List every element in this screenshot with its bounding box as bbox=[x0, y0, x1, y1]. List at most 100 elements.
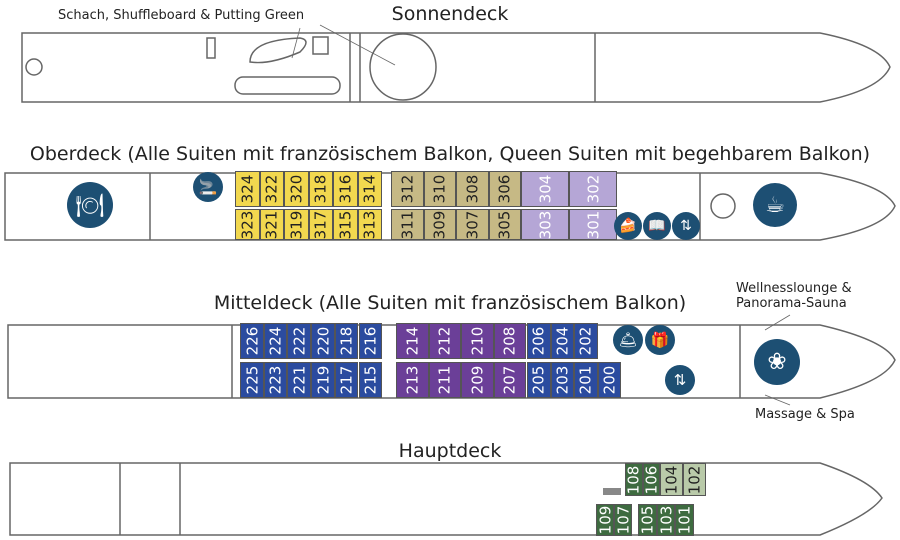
cabin-214[interactable]: 214 bbox=[396, 323, 429, 359]
cabin-324[interactable]: 324 bbox=[235, 171, 260, 207]
cabin-number: 301 bbox=[583, 210, 602, 239]
cabin-101[interactable]: 101 bbox=[675, 504, 695, 536]
cabin-108[interactable]: 108 bbox=[625, 463, 643, 496]
cabin-309[interactable]: 309 bbox=[423, 209, 456, 240]
cabin-number: 322 bbox=[262, 174, 281, 204]
hauptdeck-title: Hauptdeck bbox=[398, 440, 502, 462]
cabin-number: 323 bbox=[238, 210, 257, 239]
cabin-302[interactable]: 302 bbox=[569, 171, 617, 207]
cabin-218[interactable]: 218 bbox=[334, 323, 359, 359]
cabin-102[interactable]: 102 bbox=[683, 463, 706, 496]
sonnendeck-title: Sonnendeck bbox=[391, 3, 509, 25]
cabin-number: 102 bbox=[685, 465, 704, 494]
cabin-315[interactable]: 315 bbox=[333, 209, 358, 240]
cabin-308[interactable]: 308 bbox=[456, 171, 489, 207]
cabin-number: 313 bbox=[360, 210, 379, 239]
cabin-316[interactable]: 316 bbox=[333, 171, 358, 207]
cabin-320[interactable]: 320 bbox=[284, 171, 309, 207]
cabin-311[interactable]: 311 bbox=[391, 209, 424, 240]
cabin-322[interactable]: 322 bbox=[259, 171, 284, 207]
cabin-313[interactable]: 313 bbox=[357, 209, 382, 240]
cabin-106[interactable]: 106 bbox=[642, 463, 661, 496]
cabin-105[interactable]: 105 bbox=[638, 504, 657, 536]
cabin-312[interactable]: 312 bbox=[391, 171, 424, 207]
cabin-222[interactable]: 222 bbox=[287, 323, 312, 359]
coffee-lounge-icon: ☕ bbox=[753, 183, 797, 227]
cabin-321[interactable]: 321 bbox=[259, 209, 284, 240]
cabin-205[interactable]: 205 bbox=[527, 362, 551, 398]
cabin-203[interactable]: 203 bbox=[550, 362, 574, 398]
cabin-207[interactable]: 207 bbox=[493, 362, 526, 398]
cabin-number: 108 bbox=[624, 465, 643, 494]
cabin-204[interactable]: 204 bbox=[550, 323, 574, 359]
cabin-225[interactable]: 225 bbox=[240, 362, 264, 398]
cabin-318[interactable]: 318 bbox=[308, 171, 333, 207]
oberdeck-title: Oberdeck (Alle Suiten mit französischem … bbox=[29, 143, 871, 165]
cabin-200[interactable]: 200 bbox=[597, 362, 621, 398]
cabin-223[interactable]: 223 bbox=[263, 362, 288, 398]
cabin-211[interactable]: 211 bbox=[428, 362, 461, 398]
cabin-number: 209 bbox=[468, 365, 487, 395]
cabin-number: 204 bbox=[553, 326, 572, 356]
cabin-107[interactable]: 107 bbox=[614, 504, 632, 536]
cabin-216[interactable]: 216 bbox=[358, 323, 383, 359]
cabin-209[interactable]: 209 bbox=[461, 362, 494, 398]
cabin-224[interactable]: 224 bbox=[263, 323, 288, 359]
cabin-number: 216 bbox=[361, 326, 380, 356]
cabin-number: 215 bbox=[361, 365, 380, 395]
cabin-220[interactable]: 220 bbox=[311, 323, 335, 359]
cabin-number: 205 bbox=[529, 365, 548, 395]
cabin-104[interactable]: 104 bbox=[660, 463, 683, 496]
cabin-number: 105 bbox=[638, 505, 657, 535]
cabin-217[interactable]: 217 bbox=[334, 362, 359, 398]
cabin-221[interactable]: 221 bbox=[287, 362, 312, 398]
sonnendeck-annotation: Schach, Shuffleboard & Putting Green bbox=[58, 8, 305, 23]
cabin-number: 218 bbox=[337, 326, 356, 356]
cabin-301[interactable]: 301 bbox=[569, 209, 617, 240]
boutique-gift-icon: 🎁 bbox=[645, 325, 675, 355]
cabin-number: 305 bbox=[495, 210, 514, 239]
cabin-314[interactable]: 314 bbox=[357, 171, 382, 207]
cabin-304[interactable]: 304 bbox=[521, 171, 569, 207]
cabin-number: 201 bbox=[576, 365, 595, 395]
cabin-number: 302 bbox=[583, 174, 602, 204]
cabin-306[interactable]: 306 bbox=[488, 171, 521, 207]
cabin-103[interactable]: 103 bbox=[656, 504, 676, 536]
cabin-219[interactable]: 219 bbox=[311, 362, 335, 398]
cabin-number: 104 bbox=[662, 465, 681, 494]
cabin-number: 210 bbox=[468, 326, 487, 356]
cabin-number: 316 bbox=[336, 174, 355, 204]
cabin-201[interactable]: 201 bbox=[574, 362, 598, 398]
cabin-number: 213 bbox=[403, 365, 422, 395]
cabin-208[interactable]: 208 bbox=[493, 323, 526, 359]
cabin-317[interactable]: 317 bbox=[308, 209, 333, 240]
cabin-number: 321 bbox=[262, 210, 281, 239]
cabin-number: 200 bbox=[600, 365, 619, 395]
cabin-226[interactable]: 226 bbox=[240, 323, 264, 359]
cabin-303[interactable]: 303 bbox=[521, 209, 569, 240]
cabin-number: 106 bbox=[642, 465, 661, 494]
sonnendeck-stern-ring bbox=[25, 58, 43, 76]
cabin-210[interactable]: 210 bbox=[461, 323, 494, 359]
cabin-number: 203 bbox=[553, 365, 572, 395]
cabin-307[interactable]: 307 bbox=[456, 209, 489, 240]
cabin-213[interactable]: 213 bbox=[396, 362, 429, 398]
cabin-305[interactable]: 305 bbox=[488, 209, 521, 240]
cabin-212[interactable]: 212 bbox=[428, 323, 461, 359]
library-book-icon: 📖 bbox=[643, 212, 671, 240]
cabin-310[interactable]: 310 bbox=[423, 171, 456, 207]
wellness-label-line1: Wellnesslounge & bbox=[736, 281, 852, 296]
cabin-number: 311 bbox=[398, 210, 417, 239]
cabin-number: 309 bbox=[430, 210, 449, 239]
cabin-319[interactable]: 319 bbox=[284, 209, 309, 240]
cabin-number: 226 bbox=[242, 326, 261, 356]
cabin-202[interactable]: 202 bbox=[574, 323, 598, 359]
hauptdeck-hull bbox=[9, 462, 883, 536]
cabin-323[interactable]: 323 bbox=[235, 209, 260, 240]
cabin-206[interactable]: 206 bbox=[527, 323, 551, 359]
cabin-number: 207 bbox=[500, 365, 519, 395]
cabin-109[interactable]: 109 bbox=[596, 504, 614, 536]
cabin-215[interactable]: 215 bbox=[358, 362, 383, 398]
